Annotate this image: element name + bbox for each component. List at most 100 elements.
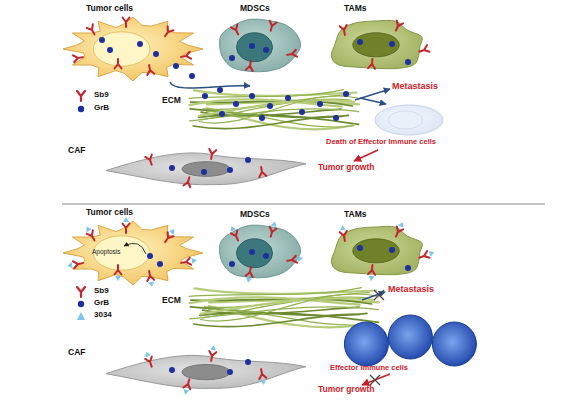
cell-node: Death of Effector Immune cells — [326, 104, 466, 150]
cell-node: Tumor cells — [62, 4, 204, 82]
legend-text: Sb9 — [94, 287, 109, 296]
grb-dot — [202, 93, 208, 99]
grb-dot — [389, 41, 395, 47]
grb-dot — [317, 101, 323, 107]
cell-node: Effector Immune cells — [330, 314, 480, 380]
sb9-3034-symbol — [258, 368, 268, 385]
apoptosis-arrow — [124, 243, 146, 254]
sb9-symbol — [418, 45, 429, 55]
ecm-cell-shape — [188, 284, 380, 328]
release-arrow — [170, 82, 250, 88]
grb-dot — [229, 261, 235, 267]
cell-node: TAMs — [318, 4, 434, 76]
sb9-3034-symbol — [83, 225, 97, 242]
cell-label: ECM — [162, 96, 190, 105]
annotation-label: Tumor growth — [318, 163, 398, 172]
cell-label: Effector Immune cells — [330, 364, 480, 372]
sb9-3034-symbol — [67, 260, 84, 270]
grb-dot — [173, 63, 179, 69]
sb9-3034-symbol — [208, 345, 218, 362]
sb9-3034-symbol — [245, 266, 255, 283]
legend-sample — [74, 310, 88, 322]
grb-dot — [263, 253, 269, 259]
grb-dot — [147, 253, 153, 259]
grb-dot — [217, 87, 223, 93]
sb9-3034-symbol — [267, 220, 278, 237]
grb-dot — [357, 245, 363, 251]
legend-text: GrB — [94, 299, 109, 308]
cell-label: CAF — [68, 348, 104, 357]
sb9-symbol — [267, 21, 276, 32]
legend-sample — [74, 103, 88, 115]
grb-dot — [343, 91, 349, 97]
grb-dot — [299, 109, 305, 115]
annotation-label: Metastasis — [392, 82, 462, 92]
grb-dot — [227, 167, 233, 173]
sb9-symbol — [87, 24, 98, 36]
sb9-symbol — [231, 24, 241, 36]
caf-cell-shape — [106, 142, 306, 194]
grb-dot — [219, 111, 225, 117]
sb9-3034-symbol — [339, 225, 349, 242]
legend-sample — [74, 298, 88, 310]
sb9-3034-group — [67, 217, 436, 396]
grb-dot — [245, 359, 251, 365]
legend-text: GrB — [94, 104, 109, 113]
sb9-3034-symbol — [286, 255, 303, 265]
cell-node: ECM — [160, 284, 380, 328]
sb9-3034-symbol — [368, 265, 376, 282]
cell-node: CAF — [66, 342, 306, 400]
sb9-symbol — [180, 52, 191, 61]
grb-dot — [389, 247, 395, 253]
legend-sample — [74, 90, 88, 102]
grb-dot — [153, 51, 159, 57]
block-cross — [370, 375, 380, 385]
sb9-3034-symbol — [180, 257, 197, 267]
cell-node: MDSCs — [214, 4, 304, 76]
grb-dot — [227, 369, 233, 375]
sb9-symbol — [368, 59, 376, 69]
sb9-3034-symbol — [162, 227, 177, 244]
tam-cell-shape — [318, 222, 434, 282]
mdsc-cell-shape — [214, 16, 304, 76]
sb9-3034-symbol — [123, 217, 130, 233]
sb9-3034-symbol — [146, 270, 156, 287]
cell-label: ECM — [162, 296, 190, 305]
immune1-cell-shape — [374, 104, 444, 136]
tumor-cell-shape — [62, 220, 204, 286]
legend-text: 3034 — [94, 311, 112, 320]
grb-dot — [137, 41, 143, 47]
tam-cell-shape — [318, 16, 434, 76]
sb9-symbol — [162, 26, 173, 38]
grb-dot — [267, 103, 273, 109]
grb-dot — [233, 101, 239, 107]
tumor-cell-shape — [62, 16, 204, 82]
grb-dot — [245, 157, 251, 163]
grb-dot — [157, 261, 163, 267]
sb9-symbol — [246, 60, 255, 71]
sb9-symbol — [183, 176, 192, 187]
release-arrow — [360, 98, 386, 104]
grb-dot — [201, 169, 207, 175]
legend-text: Sb9 — [94, 91, 109, 100]
grb-dot — [405, 265, 411, 271]
grb-dot — [357, 39, 363, 45]
sb9-3034-symbol — [182, 378, 193, 395]
sb9-symbol — [340, 25, 349, 36]
cell-label: TAMs — [344, 4, 404, 13]
sb9-3034-symbol — [115, 265, 122, 281]
sb9-symbol — [146, 64, 155, 75]
sb9-symbol — [286, 50, 297, 59]
sb9-symbol — [145, 155, 155, 166]
grb-dot — [99, 37, 105, 43]
immune3-cell-shape — [338, 314, 480, 364]
grb-dot — [169, 165, 175, 171]
ecm-cell-shape — [188, 86, 360, 130]
panel-divider — [62, 204, 545, 205]
block-cross — [374, 290, 384, 300]
annotation-label: Metastasis — [388, 285, 458, 295]
cell-node: TAMs — [318, 210, 434, 282]
grb-group — [99, 37, 411, 375]
